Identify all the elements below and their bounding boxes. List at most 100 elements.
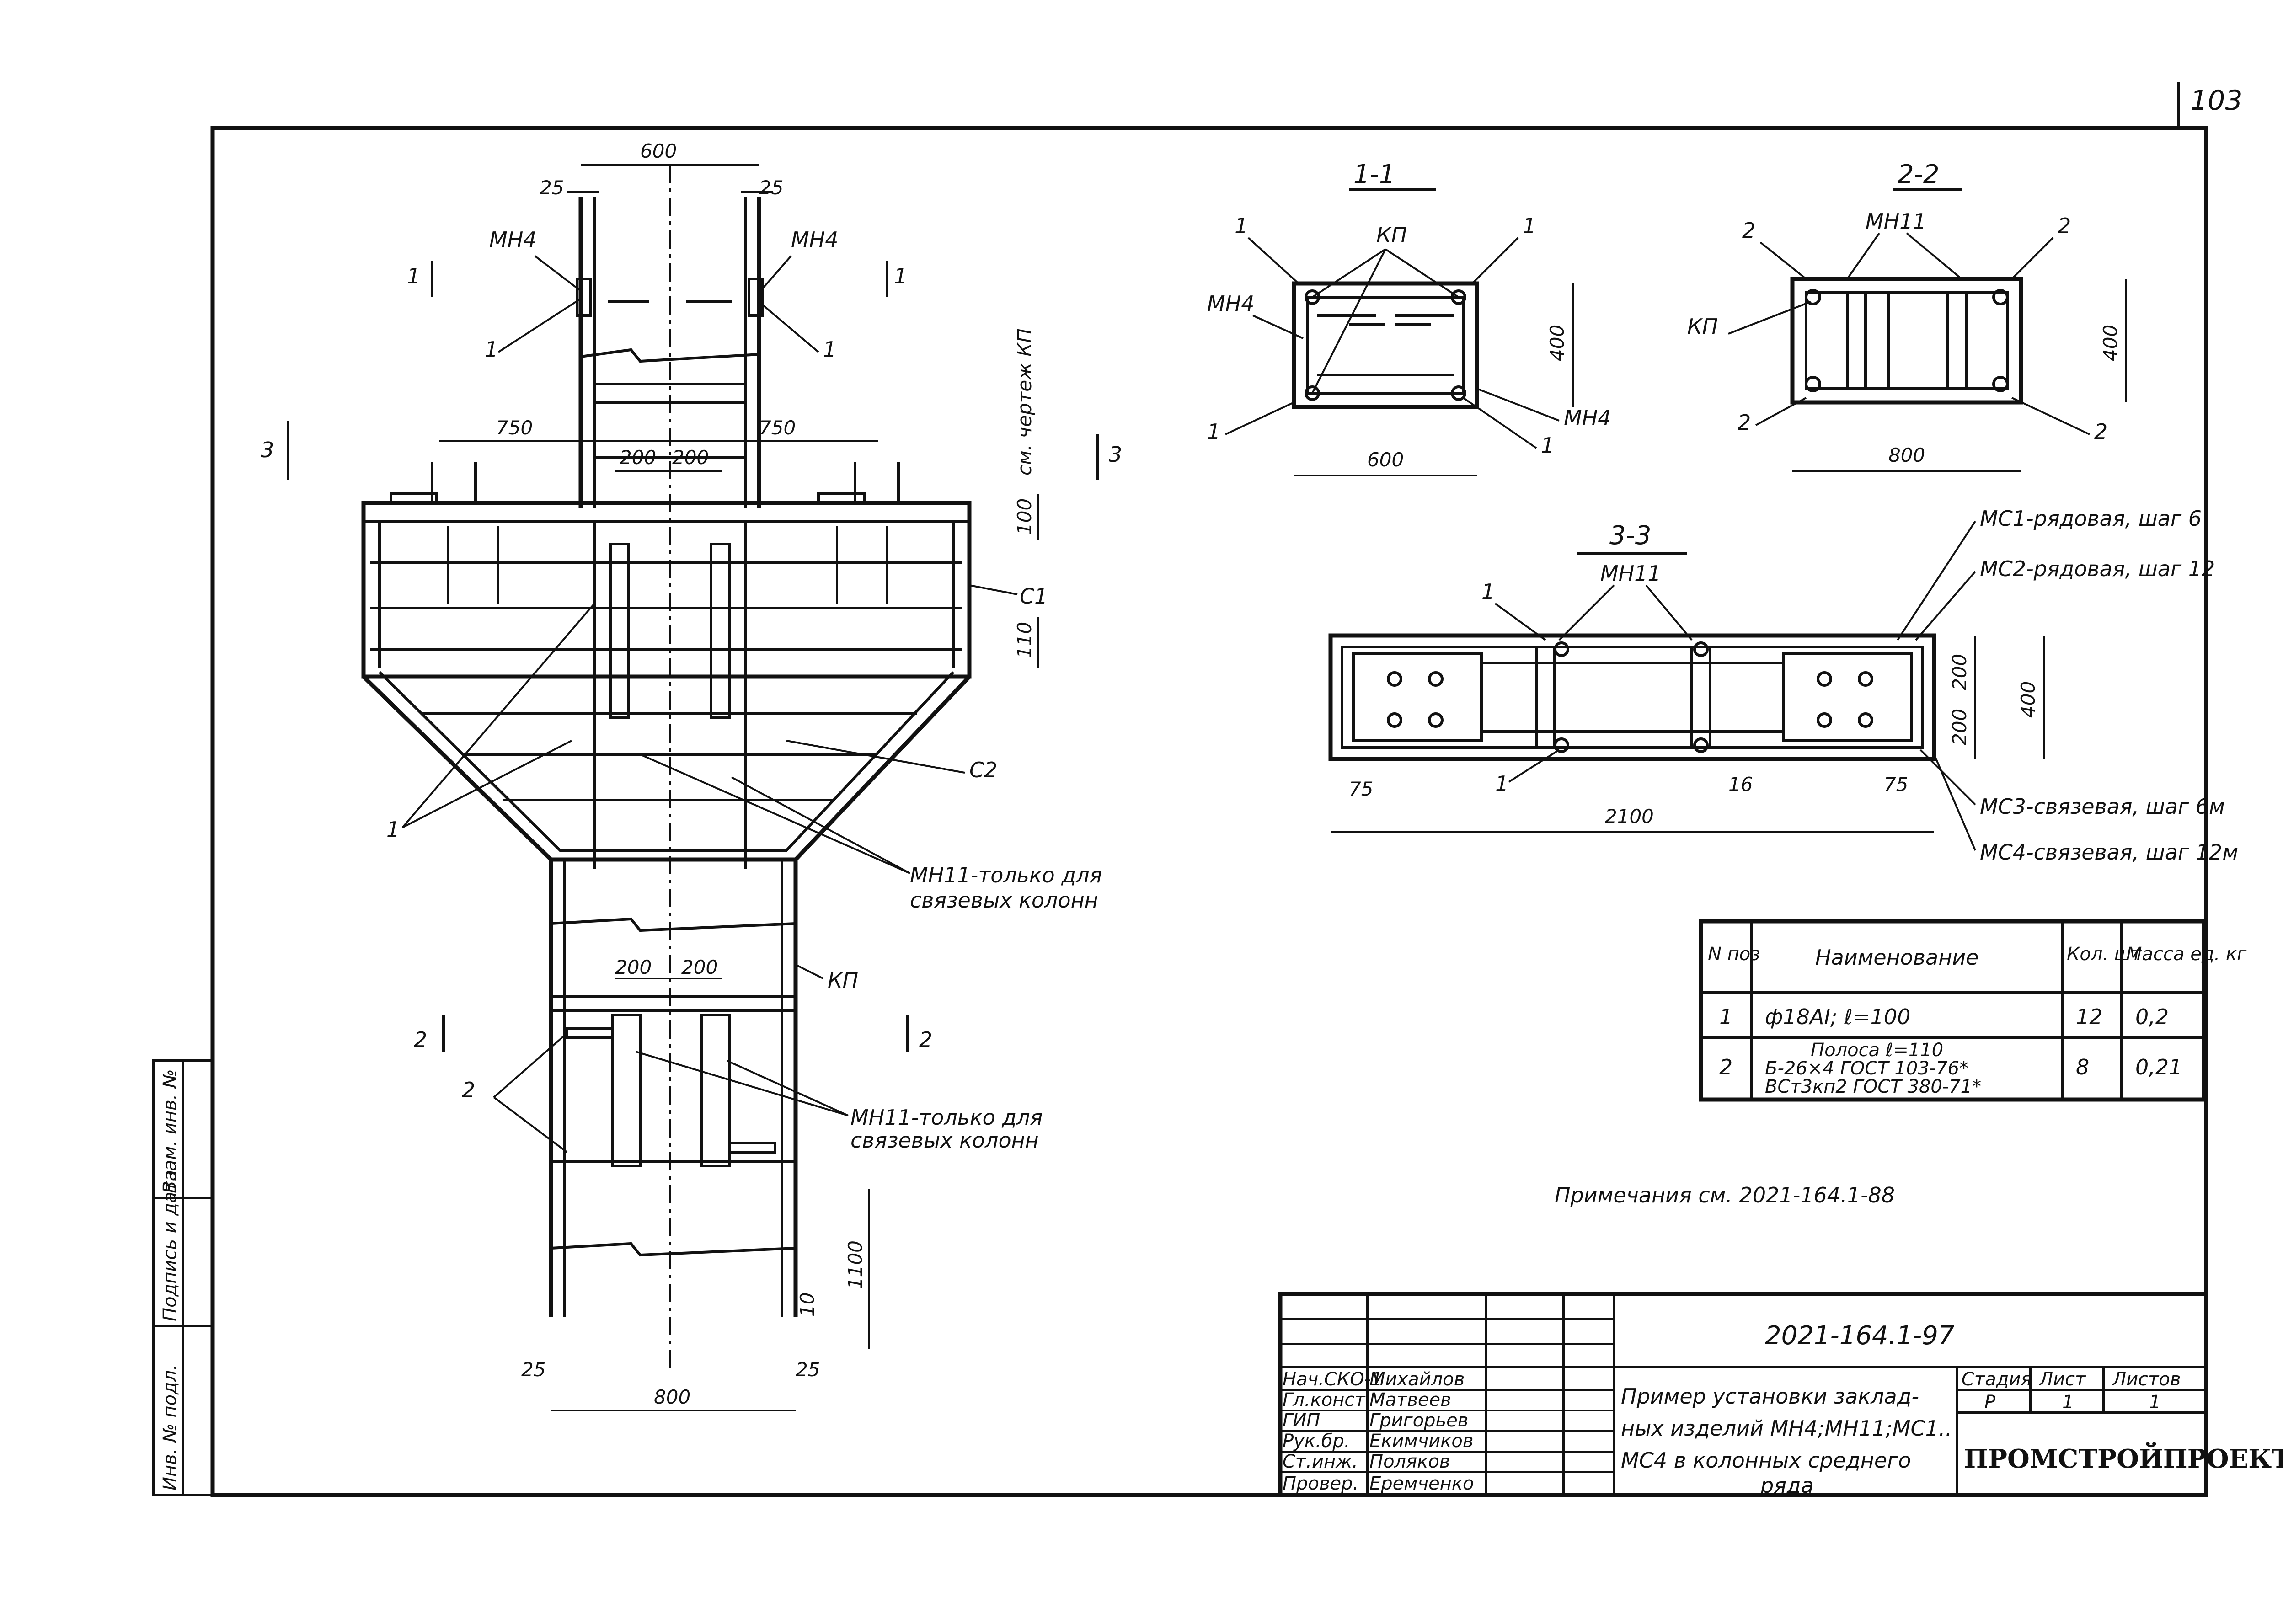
sheet-frame [210, 126, 2208, 1497]
svg-text:С2: С2 [969, 758, 997, 782]
svg-text:3: 3 [1109, 442, 1122, 467]
svg-text:1: 1 [1523, 214, 1536, 238]
svg-text:400: 400 [2017, 681, 2039, 718]
svg-text:8: 8 [2076, 1055, 2089, 1079]
svg-text:Ст.инж.: Ст.инж. [1283, 1451, 1358, 1472]
svg-text:2: 2 [2094, 419, 2107, 444]
organization: ПРОМСТРОЙПРОЕКТ [1964, 1442, 2283, 1474]
svg-text:400: 400 [1546, 325, 1568, 361]
svg-text:110: 110 [1013, 622, 1036, 658]
svg-text:200: 200 [1948, 709, 1971, 745]
svg-text:Б-26×4 ГОСТ 103-76*: Б-26×4 ГОСТ 103-76* [1765, 1058, 1968, 1079]
svg-text:100: 100 [1013, 498, 1036, 535]
svg-text:Взам. инв. №: Взам. инв. № [160, 1069, 181, 1193]
svg-text:Лист: Лист [2038, 1369, 2086, 1390]
svg-text:1: 1 [1495, 771, 1508, 796]
svg-text:2: 2 [1738, 410, 1751, 435]
svg-text:25: 25 [540, 176, 564, 199]
svg-text:1: 1 [407, 264, 420, 288]
svg-text:МН4: МН4 [1207, 291, 1255, 316]
svg-text:МН11-только для: МН11-только для [910, 863, 1102, 887]
svg-text:1: 1 [1235, 214, 1248, 238]
svg-text:Рук.бр.: Рук.бр. [1283, 1431, 1350, 1452]
svg-text:1: 1 [1207, 419, 1220, 444]
svg-text:200: 200 [1948, 654, 1971, 690]
svg-text:16: 16 [1728, 773, 1753, 796]
svg-text:2: 2 [2058, 214, 2071, 238]
svg-text:75: 75 [1884, 773, 1908, 796]
svg-text:Провер.: Провер. [1283, 1473, 1358, 1494]
svg-text:2100: 2100 [1605, 805, 1654, 828]
svg-text:МС1-рядовая, шаг 6: МС1-рядовая, шаг 6 [1980, 506, 2202, 531]
svg-text:КП: КП [1687, 314, 1718, 339]
svg-text:Полоса ℓ=110: Полоса ℓ=110 [1811, 1040, 1943, 1061]
svg-text:МС4-связевая, шаг 12м: МС4-связевая, шаг 12м [1980, 840, 2238, 865]
svg-text:Листов: Листов [2112, 1369, 2181, 1390]
svg-text:МН4: МН4 [791, 227, 839, 252]
svg-text:2: 2 [919, 1027, 932, 1052]
svg-text:ГИП: ГИП [1283, 1410, 1320, 1431]
svg-text:2: 2 [1742, 218, 1755, 243]
svg-text:Наименование: Наименование [1815, 945, 1978, 970]
svg-text:2: 2 [462, 1078, 475, 1102]
svg-text:1: 1 [1541, 433, 1554, 458]
svg-text:Нач.СКО-1: Нач.СКО-1 [1283, 1369, 1383, 1390]
svg-text:ных изделий МН4;МН11;МС1..: ных изделий МН4;МН11;МС1.. [1621, 1416, 1952, 1441]
svg-text:КП: КП [828, 968, 858, 993]
svg-text:12: 12 [2076, 1004, 2103, 1029]
svg-text:10: 10 [796, 1293, 818, 1317]
svg-text:Подпись и дата: Подпись и дата [160, 1170, 181, 1321]
svg-text:Кол. шт.: Кол. шт. [2067, 944, 2147, 965]
svg-text:200: 200 [672, 446, 709, 469]
svg-text:Р: Р [1984, 1392, 1996, 1413]
svg-text:25: 25 [759, 176, 783, 199]
svg-text:25: 25 [521, 1358, 545, 1381]
svg-text:600: 600 [640, 140, 677, 162]
sheet-number: 103 [2190, 85, 2243, 117]
svg-text:МН11: МН11 [1600, 561, 1661, 586]
svg-text:ВСт3кп2 ГОСТ 380-71*: ВСт3кп2 ГОСТ 380-71* [1765, 1076, 1981, 1097]
title-block: Нач.СКО-1 Михайлов Гл.конст Матвеев ГИП … [1278, 1292, 2283, 1498]
svg-text:Инв. № подл.: Инв. № подл. [160, 1364, 181, 1490]
svg-text:связевых колонн: связевых колонн [850, 1128, 1039, 1153]
svg-text:400: 400 [2099, 325, 2122, 361]
svg-text:750: 750 [759, 417, 796, 439]
svg-text:МС3-связевая, шаг 6м: МС3-связевая, шаг 6м [1980, 794, 2225, 819]
svg-text:1: 1 [823, 337, 836, 362]
svg-text:25: 25 [796, 1358, 820, 1381]
document-code: 2021-164.1-97 [1765, 1321, 1955, 1351]
svg-text:КП: КП [1376, 223, 1407, 247]
svg-text:Еремченко: Еремченко [1369, 1473, 1474, 1494]
svg-text:1: 1 [2062, 1392, 2074, 1413]
svg-text:МС2-рядовая, шаг 12: МС2-рядовая, шаг 12 [1980, 556, 2215, 581]
svg-text:2: 2 [1719, 1055, 1732, 1079]
column-elevation: 600 25 25 750 750 200 200 100 110 см. че… [261, 140, 1122, 1411]
svg-text:75: 75 [1349, 778, 1373, 800]
svg-text:800: 800 [1888, 444, 1925, 466]
svg-text:200: 200 [681, 956, 718, 978]
svg-text:ряда: ряда [1760, 1473, 1814, 1498]
svg-text:см. чертеж КП: см. чертеж КП [1013, 328, 1036, 475]
svg-text:1100: 1100 [844, 1240, 866, 1289]
svg-text:Михайлов: Михайлов [1369, 1369, 1465, 1390]
svg-text:1: 1 [386, 817, 400, 842]
svg-text:0,2: 0,2 [2135, 1004, 2169, 1029]
notes: Примечания см. 2021-164.1-88 [1555, 1183, 1895, 1207]
svg-text:связевых колонн: связевых колонн [910, 888, 1098, 913]
svg-text:3: 3 [261, 438, 274, 462]
svg-text:0,21: 0,21 [2135, 1055, 2182, 1079]
svg-text:МН4: МН4 [489, 227, 537, 252]
svg-text:МН4: МН4 [1564, 406, 1611, 430]
svg-text:Матвеев: Матвеев [1369, 1389, 1451, 1410]
svg-text:1: 1 [485, 337, 498, 362]
svg-text:1: 1 [2149, 1392, 2160, 1413]
svg-text:С1: С1 [1020, 584, 1048, 609]
svg-text:Гл.конст: Гл.конст [1283, 1389, 1366, 1410]
svg-text:МН11-только для: МН11-только для [850, 1105, 1043, 1130]
svg-text:600: 600 [1367, 449, 1404, 471]
svg-text:Пример установки заклад-: Пример установки заклад- [1621, 1384, 1919, 1409]
svg-text:ф18АI; ℓ=100: ф18АI; ℓ=100 [1765, 1004, 1910, 1029]
svg-text:2-2: 2-2 [1898, 160, 1939, 189]
svg-text:1: 1 [1719, 1004, 1732, 1029]
svg-text:1: 1 [894, 264, 907, 288]
